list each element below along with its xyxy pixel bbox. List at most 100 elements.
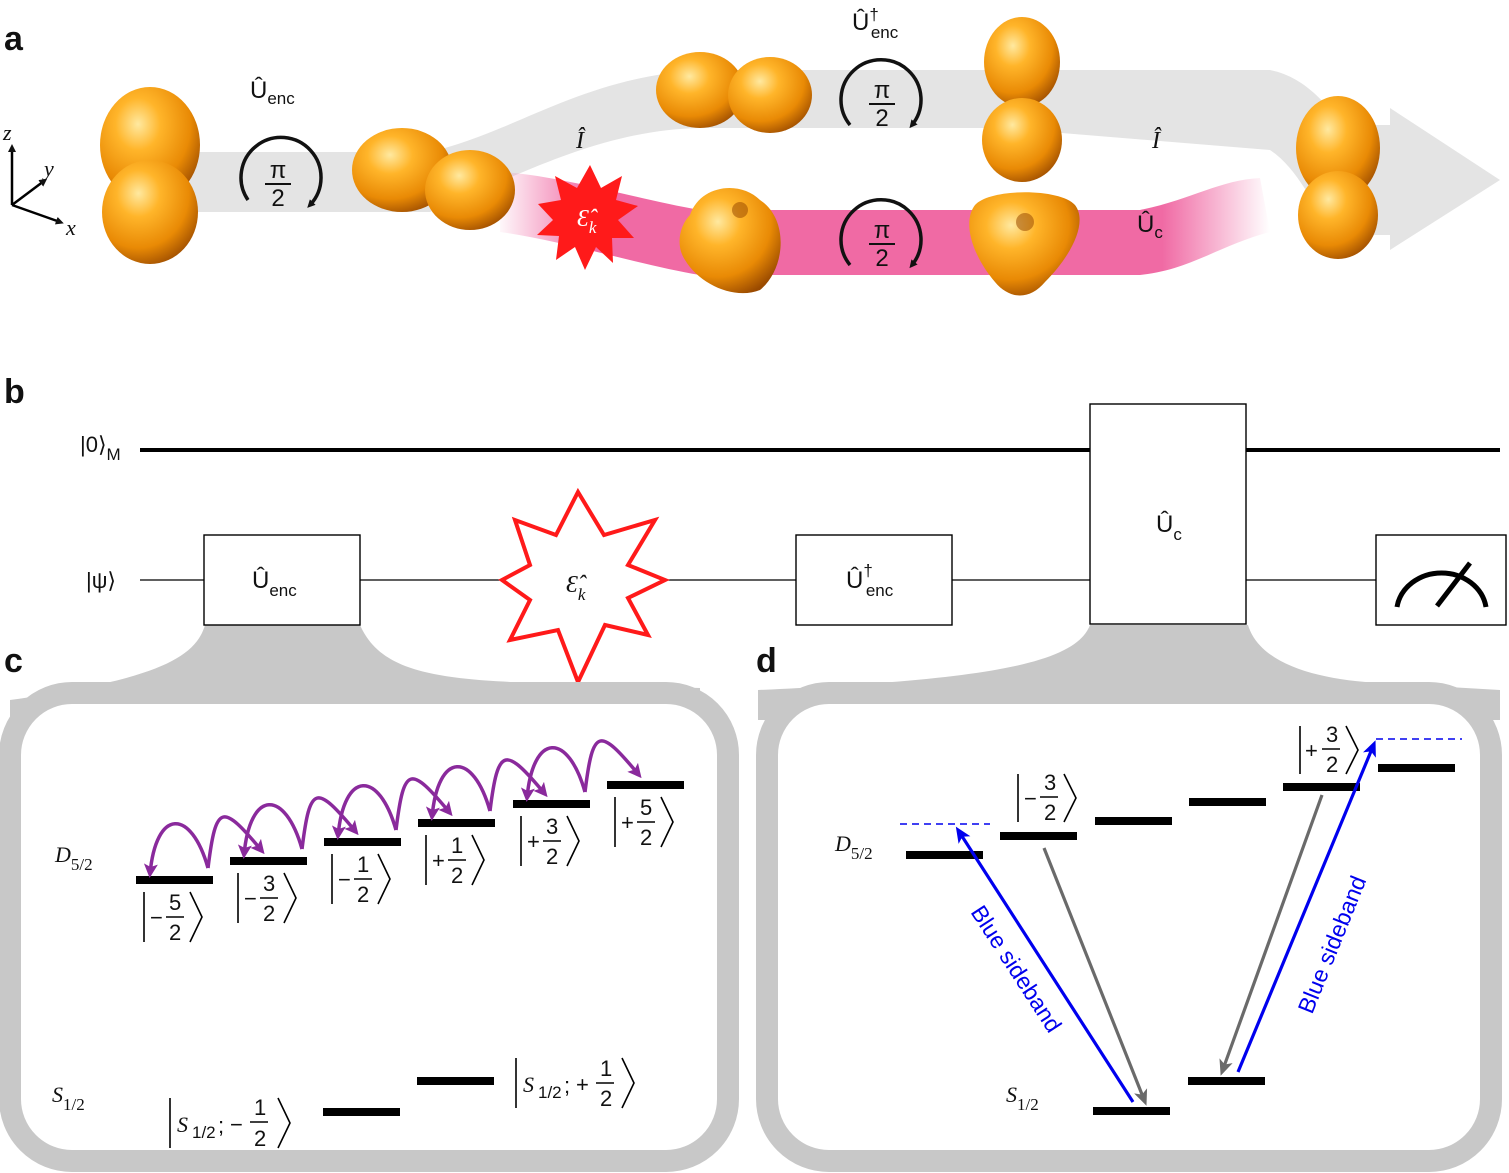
d-ket-c-0: −5 2 — [143, 890, 203, 945]
svg-text:;: ; — [218, 1113, 224, 1138]
purple-transition-left-3 — [425, 765, 492, 821]
svg-text:2: 2 — [1326, 752, 1338, 777]
s12-label-d: S1/2 — [1006, 1082, 1039, 1114]
svg-text:1: 1 — [357, 852, 369, 877]
axis-label-x: x — [65, 215, 76, 240]
error-star-a — [537, 165, 638, 270]
meter-icon — [1394, 561, 1489, 608]
d-ket-c-4: +32 — [520, 814, 580, 869]
u-enc-dagger-gate-label: Û†enc — [846, 561, 894, 600]
svg-text:−: − — [1024, 786, 1037, 811]
u-c-gate — [1089, 403, 1247, 625]
u-c-label-a: Ûc — [1137, 210, 1163, 242]
svg-text:S: S — [177, 1112, 188, 1137]
identity-path-arrow — [150, 70, 1500, 250]
ket-minus-three-halves-d: − 3 2 — [1017, 770, 1077, 825]
u-enc-gate — [203, 534, 361, 626]
svg-text:−: − — [244, 886, 257, 911]
svg-text:−: − — [338, 867, 351, 892]
identity-label-right: Î — [1151, 128, 1162, 154]
u-enc-dagger-label-a: Û†enc — [852, 5, 899, 42]
purple-transition-right-3 — [488, 758, 548, 812]
svg-text:2: 2 — [451, 863, 463, 888]
ket-plus-three-halves-d: + 3 2 — [1299, 722, 1359, 777]
svg-text:1/2: 1/2 — [192, 1123, 216, 1142]
axis-label-z: z — [2, 120, 12, 145]
decay-arrow-right — [1219, 794, 1324, 1076]
s-ket-minus-half: S 1/2 ; − 1 2 — [169, 1095, 291, 1151]
svg-text:1: 1 — [254, 1095, 266, 1120]
d52-label-d: D5/2 — [834, 831, 873, 863]
purple-transition-right-0 — [206, 815, 265, 869]
orbital-trilobe-2 — [969, 192, 1080, 296]
purple-transition-right-2 — [394, 777, 453, 831]
svg-text:;: ; — [564, 1073, 570, 1098]
purple-transition-left-0 — [143, 822, 210, 878]
psi-label: |ψ⟩ — [86, 568, 116, 593]
d-ket-c-2: −1 2 — [331, 852, 391, 907]
svg-text:−: − — [150, 905, 163, 930]
svg-text:+: + — [576, 1072, 589, 1097]
axes-icon: z y x — [2, 120, 76, 240]
svg-text:3: 3 — [1044, 770, 1056, 795]
svg-text:+: + — [527, 829, 540, 854]
u-enc-dagger-gate — [795, 534, 953, 626]
u-enc-gate-label: Ûenc — [252, 566, 297, 600]
purple-transition-left-1 — [237, 803, 304, 859]
svg-text:2: 2 — [357, 882, 369, 907]
orbital-vertical-2 — [982, 17, 1062, 182]
d-ket-c-3: +1 2 — [425, 833, 485, 888]
orbital-horizontal-1 — [352, 128, 515, 230]
svg-text:1: 1 — [451, 833, 463, 858]
identity-label-top: Î — [575, 128, 586, 154]
svg-text:5: 5 — [169, 890, 181, 915]
panel-label-d: d — [756, 642, 777, 680]
svg-text:3: 3 — [263, 871, 275, 896]
s12-label-c: S1/2 — [52, 1082, 85, 1114]
blue-sideband-right-arrow — [1236, 740, 1376, 1073]
purple-transition-left-2 — [331, 784, 398, 840]
svg-text:2: 2 — [875, 245, 888, 272]
panel-label-a: a — [4, 20, 24, 58]
s-ket-plus-half: S 1/2 ; + 1 2 — [515, 1056, 635, 1111]
orbital-vertical-3 — [1296, 96, 1380, 259]
memory-label: |0⟩M — [80, 432, 121, 464]
u-enc-label-a: Ûenc — [250, 76, 295, 108]
purple-transition-right-4 — [583, 739, 642, 793]
svg-text:2: 2 — [263, 901, 275, 926]
orbital-vertical-1 — [100, 87, 200, 264]
svg-text:π: π — [874, 217, 891, 244]
panel-label-c: c — [4, 642, 23, 680]
blue-sideband-left-arrow — [955, 826, 1135, 1103]
d52-label-c: D5/2 — [54, 842, 93, 874]
svg-text:+: + — [1305, 738, 1318, 763]
panel-c-box — [0, 682, 739, 1172]
svg-text:2: 2 — [875, 105, 888, 132]
svg-text:2: 2 — [600, 1086, 612, 1111]
svg-text:2: 2 — [271, 185, 284, 212]
d-ket-c-5: +5 2 — [614, 795, 674, 850]
svg-text:1: 1 — [600, 1056, 612, 1081]
svg-text:2: 2 — [254, 1126, 266, 1151]
svg-text:π: π — [270, 157, 287, 184]
orbital-trilobe-1 — [679, 188, 781, 294]
orbital-horizontal-2 — [656, 52, 812, 133]
panel-d-box — [756, 682, 1502, 1172]
purple-transition-left-4 — [520, 746, 587, 802]
svg-text:2: 2 — [640, 825, 652, 850]
purple-transition-right-1 — [300, 796, 359, 850]
rotation-symbol-3: π 2 — [839, 198, 923, 272]
svg-text:S: S — [523, 1072, 534, 1097]
d-ket-c-1: −3 2 — [237, 871, 297, 926]
svg-text:+: + — [432, 848, 445, 873]
svg-text:π: π — [874, 77, 891, 104]
svg-text:5: 5 — [640, 795, 652, 820]
svg-text:+: + — [621, 810, 634, 835]
panel-label-b: b — [4, 373, 25, 411]
svg-text:2: 2 — [169, 920, 181, 945]
svg-text:−: − — [230, 1112, 243, 1137]
svg-text:2: 2 — [546, 844, 558, 869]
measurement-box — [1375, 534, 1507, 626]
svg-text:1/2: 1/2 — [538, 1083, 562, 1102]
